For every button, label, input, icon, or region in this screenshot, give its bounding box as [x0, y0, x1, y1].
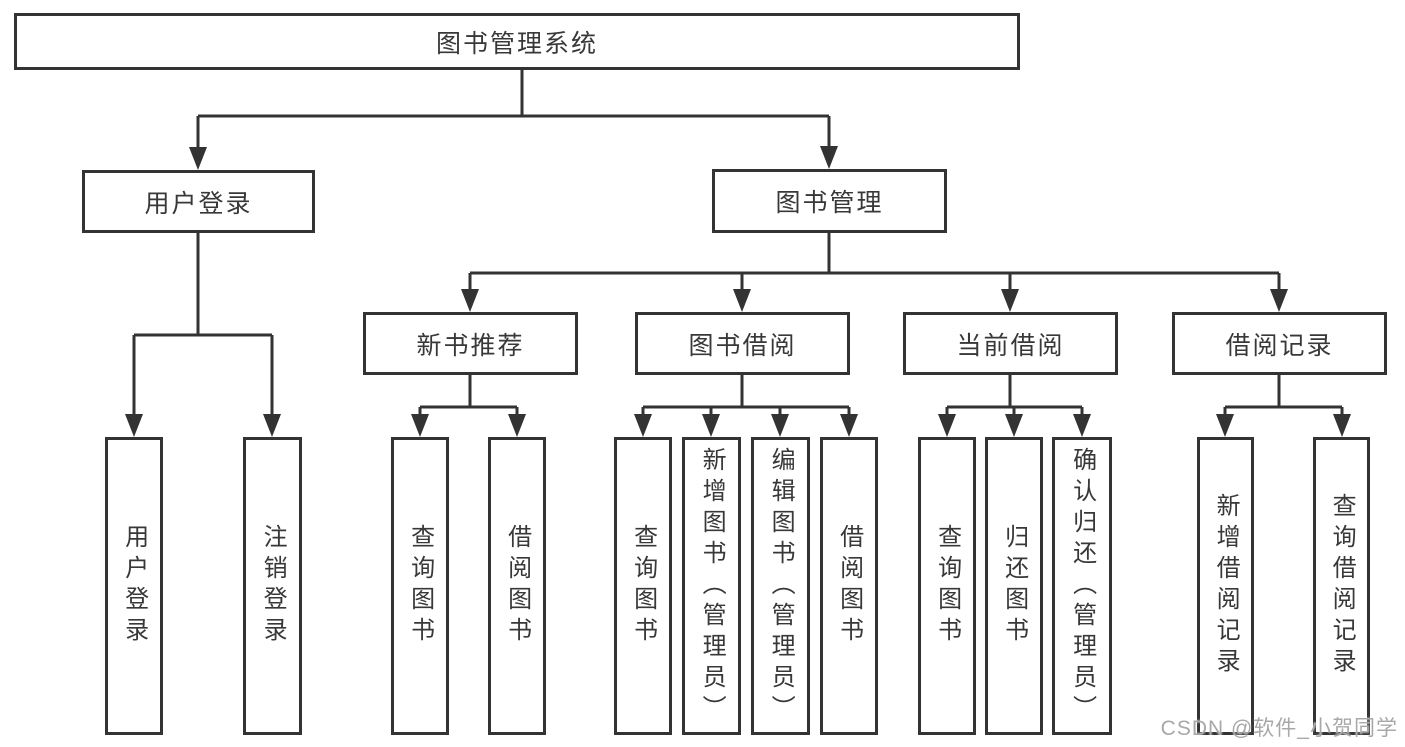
- node-label: 借阅记录: [1225, 331, 1334, 360]
- leaf-logout: 注销登录: [243, 437, 302, 735]
- node-borrowing-records: 借阅记录: [1172, 312, 1387, 375]
- csdn-watermark: CSDN @软件_小贺同学: [1160, 717, 1398, 740]
- node-label: 图书管理: [775, 189, 884, 217]
- leaf-borrow-book-under-borrowing: 借阅图书: [820, 437, 878, 735]
- node-label: 用户登录: [120, 524, 148, 648]
- leaf-query-book-under-recommend: 查询图书: [391, 437, 449, 735]
- leaf-return-book: 归还图书: [985, 437, 1043, 735]
- node-label: 图书借阅: [688, 331, 797, 360]
- node-label: 查询图书: [933, 524, 961, 648]
- node-current-borrowing: 当前借阅: [903, 312, 1118, 375]
- arrowheads: [125, 146, 1351, 437]
- node-label: 新增图书（管理员）: [698, 446, 726, 726]
- node-label: 查询借阅记录: [1328, 493, 1356, 679]
- node-label: 查询图书: [406, 524, 434, 648]
- leaf-borrow-book-under-recommend: 借阅图书: [488, 437, 546, 735]
- node-label: 归还图书: [1000, 524, 1028, 648]
- leaf-query-book-under-current: 查询图书: [918, 437, 976, 735]
- node-label: 用户登录: [144, 189, 253, 218]
- node-book-borrowing: 图书借阅: [635, 312, 850, 375]
- node-new-book-recommend: 新书推荐: [363, 312, 578, 375]
- node-book-management: 图书管理: [712, 169, 947, 233]
- leaf-add-borrow-record: 新增借阅记录: [1197, 437, 1254, 735]
- leaf-add-book-admin: 新增图书（管理员）: [682, 437, 741, 735]
- branch-lines: [132, 70, 1344, 429]
- node-library-management-system: 图书管理系统: [14, 13, 1020, 70]
- node-label: 新增借阅记录: [1212, 493, 1240, 679]
- leaf-edit-book-admin: 编辑图书（管理员）: [751, 437, 810, 735]
- node-label: 新书推荐: [416, 331, 525, 360]
- node-user-login: 用户登录: [82, 170, 315, 233]
- node-label: 借阅图书: [835, 524, 863, 648]
- node-label: 借阅图书: [503, 524, 531, 648]
- node-label: 查询图书: [629, 524, 657, 648]
- node-label: 图书管理系统: [435, 29, 598, 58]
- leaf-query-borrow-record: 查询借阅记录: [1313, 437, 1370, 735]
- leaf-query-book-under-borrowing: 查询图书: [614, 437, 672, 735]
- node-label: 编辑图书（管理员）: [767, 446, 795, 726]
- node-label: 注销登录: [259, 524, 287, 648]
- leaf-user-login: 用户登录: [105, 437, 163, 735]
- leaf-confirm-return-admin: 确认归还（管理员）: [1052, 437, 1112, 735]
- node-label: 当前借阅: [956, 331, 1065, 360]
- node-label: 确认归还（管理员）: [1068, 446, 1096, 726]
